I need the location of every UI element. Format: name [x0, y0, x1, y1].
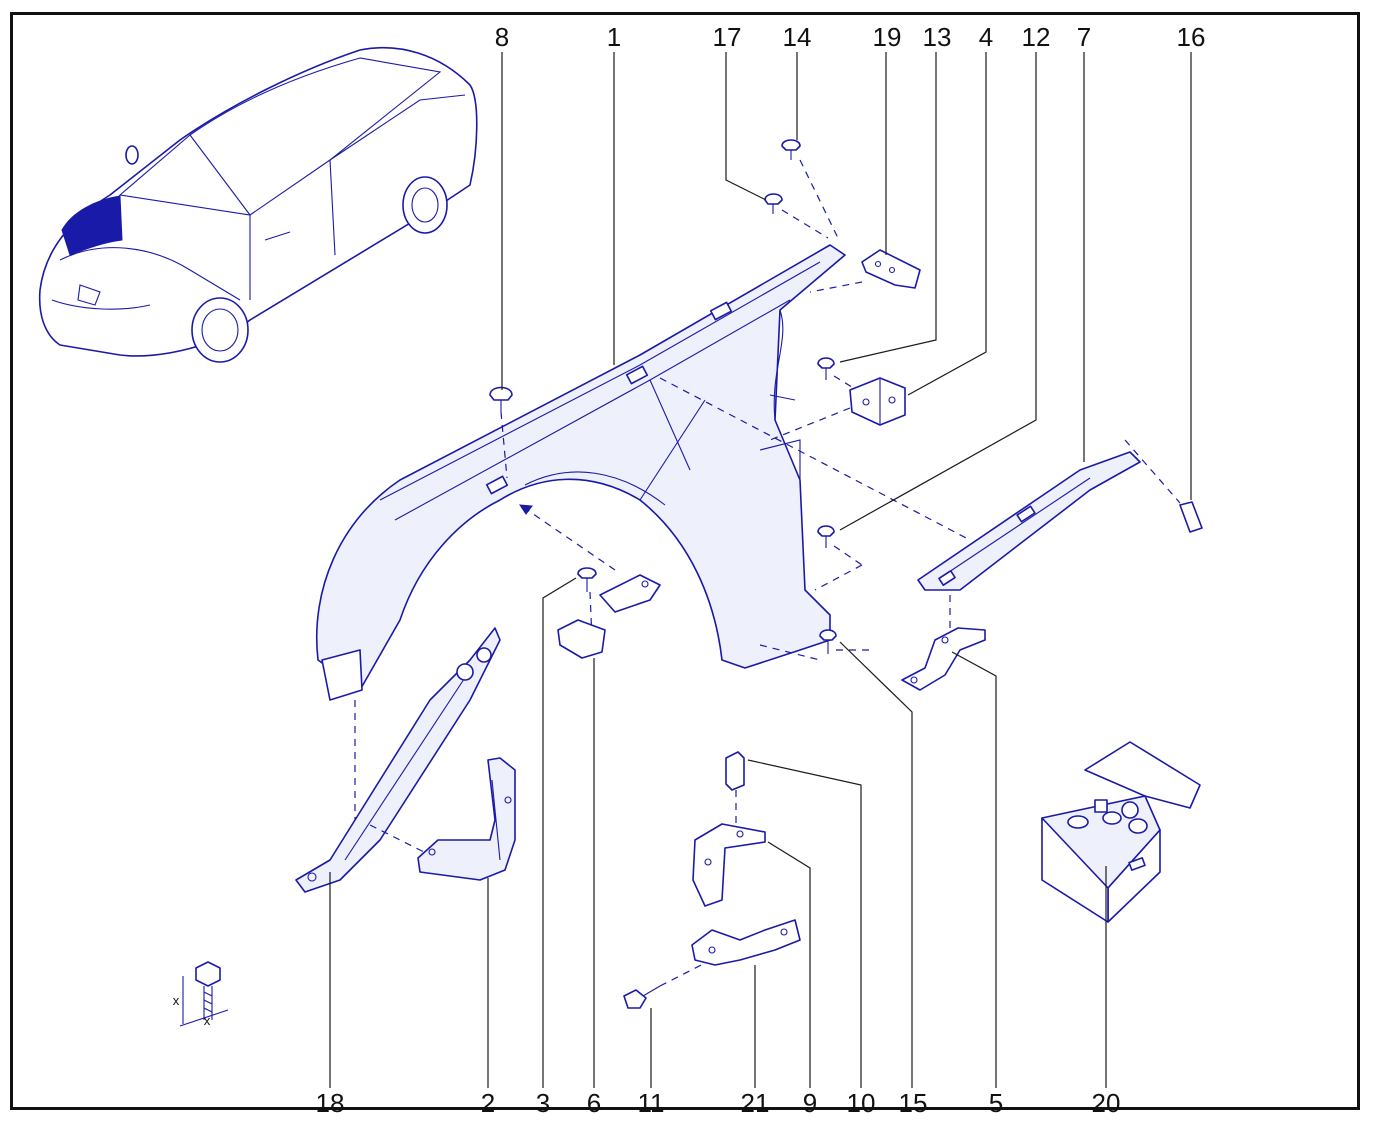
callout-part-11: 11 [637, 1088, 665, 1118]
callout-part-20: 20 [1091, 1088, 1121, 1118]
callout-part-3: 3 [535, 1088, 551, 1118]
bracket-part-5 [901, 627, 986, 691]
screw-part-13 [817, 357, 861, 393]
bracket-part-18 [295, 627, 501, 893]
callout-part-4: 4 [978, 22, 994, 52]
bracket-part-2 [417, 757, 516, 881]
highlighted-fender-zone [61, 195, 123, 256]
bracket-part-4 [769, 377, 906, 441]
callout-part-6: 6 [586, 1088, 602, 1118]
screw-part-17 [764, 193, 829, 239]
callout-part-8: 8 [494, 22, 510, 52]
callout-part-16: 16 [1176, 22, 1206, 52]
callout-part-12: 12 [1021, 22, 1051, 52]
rail-part-7 [659, 377, 1141, 630]
bolt-part-11 [623, 957, 716, 1009]
callout-part-21: 21 [740, 1088, 770, 1118]
callout-part-7: 7 [1076, 22, 1092, 52]
bracket-part-9 [692, 823, 766, 907]
callout-part-10: 10 [846, 1088, 876, 1118]
callout-part-19: 19 [872, 22, 902, 52]
callout-part-5: 5 [988, 1088, 1004, 1118]
callout-part-2: 2 [480, 1088, 496, 1118]
car-thumbnail [38, 46, 478, 363]
callout-part-18: 18 [315, 1088, 345, 1118]
bolt-dimension-legend [179, 961, 229, 1027]
callout-part-17: 17 [712, 22, 742, 52]
bracket-part-6 [519, 504, 661, 659]
bracket-part-21 [691, 919, 801, 966]
callout-part-14: 14 [782, 22, 812, 52]
stud-part-10 [725, 751, 745, 825]
screw-part-14 [781, 139, 839, 239]
callout-part-1: 1 [606, 22, 622, 52]
screw-part-15 [759, 629, 870, 661]
bracket-part-19 [809, 249, 921, 293]
callout-part-13: 13 [922, 22, 952, 52]
fastener-kit-box-part-20 [1041, 741, 1201, 923]
legend-dimension-x-horizontal: x [203, 1013, 211, 1028]
bolt-part-16 [1124, 439, 1203, 533]
leader-lines [329, 52, 1192, 1088]
front-fender-panel [316, 244, 846, 701]
callout-part-9: 9 [802, 1088, 818, 1118]
screw-part-12 [814, 525, 863, 591]
clip-part-8 [489, 386, 513, 479]
callout-part-15: 15 [898, 1088, 928, 1118]
legend-dimension-x-vertical: x [172, 993, 180, 1008]
